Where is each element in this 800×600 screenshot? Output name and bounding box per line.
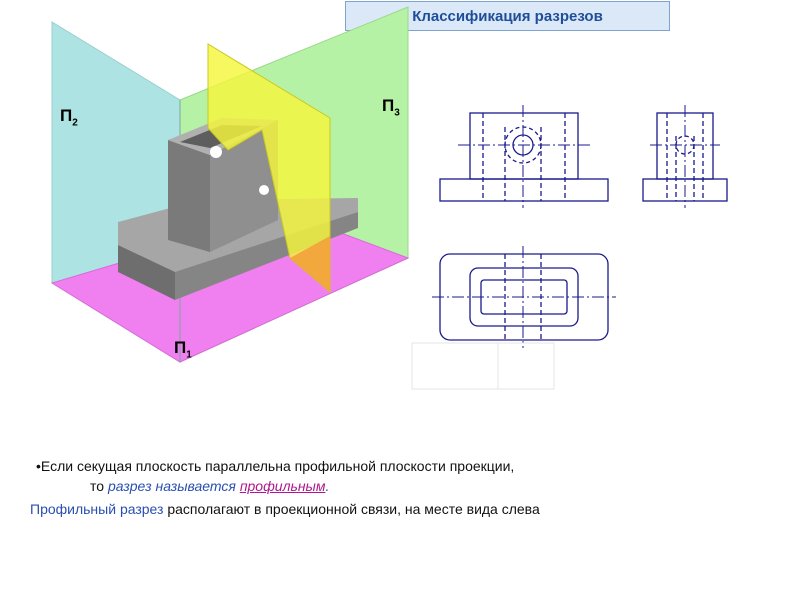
plane-label-p3-base: П [382,96,395,115]
line2-term: профильным [239,478,326,494]
line3-term: Профильный разрез [30,501,164,517]
description-line-1: •Если секущая плоскость параллельна проф… [36,458,514,474]
plane-label-p3-sub: 3 [394,107,400,119]
line2-end: . [325,478,330,494]
bullet: • [36,458,41,474]
line3-rest: располагают в проекционной связи, на мес… [163,501,540,517]
part-base-front [118,245,175,300]
cutting-plane [207,43,331,294]
line2-prefix: то [90,478,108,494]
plane-label-p2: П2 [60,106,78,128]
top-view [432,246,616,348]
description-line-3: Профильный разрез располагают в проекцио… [30,501,540,517]
page-title: Классификация разрезов [412,7,603,25]
front-view [439,105,609,208]
part-upright-side [210,120,278,252]
description-line-2: то разрез называется профильным. [90,478,329,494]
plane-label-p1: П1 [174,338,192,360]
side-view [642,105,728,208]
part-side-hole [259,185,269,195]
plane-label-p3: П3 [382,96,400,118]
plane-label-p2-sub: 2 [72,117,78,129]
plane-label-p1-sub: 1 [186,349,192,361]
cutting-plane-lower [290,236,330,292]
plane-label-p2-base: П [60,106,73,125]
line2-phrase: разрез называется [107,478,240,494]
empty-frame [411,342,555,390]
part-hole [210,146,222,158]
plane-label-p1-base: П [174,338,187,357]
line1-text: Если секущая плоскость параллельна профи… [40,458,515,474]
part-upright-front [168,140,210,252]
